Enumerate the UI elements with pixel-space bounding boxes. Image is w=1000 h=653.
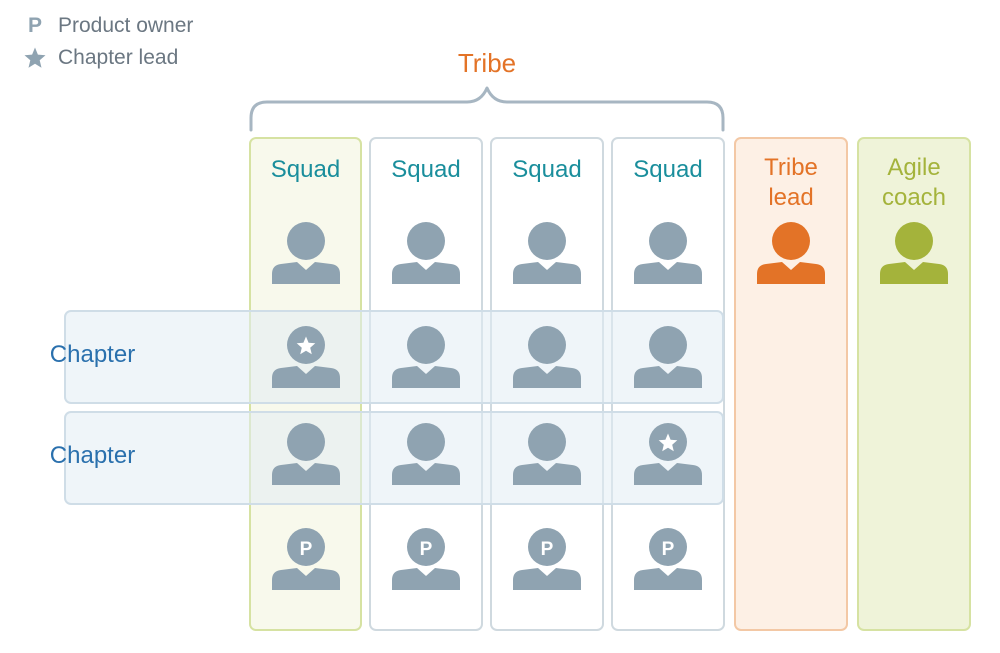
chapter-title: Chapter [49,341,136,368]
tribe-lead-column: Tribe lead [734,137,848,631]
squad-member-icon [390,421,462,485]
product-owner-icon: P [511,526,583,590]
agile-coach-title: Agile coach [881,154,947,211]
agile-coach-column: Agile coach [857,137,971,631]
squad-member-icon [270,220,342,284]
squad-member-icon [511,421,583,485]
legend-label: Product owner [58,14,194,37]
svg-text:P: P [420,539,433,560]
squad-member-icon [632,220,704,284]
svg-text:P: P [662,539,675,560]
squad-title: Squad [391,156,461,183]
product-owner-icon: P [390,526,462,590]
squad-member-icon [511,324,583,388]
chapter-row-1 [64,310,724,404]
tribe-brace [249,86,725,132]
chapter-row-2 [64,411,724,505]
product-owner-icon: P [632,526,704,590]
squad-member-icon [632,324,704,388]
legend-label: Chapter lead [58,46,179,69]
legend-chapter-lead: Chapter lead [22,46,178,70]
chapter-title: Chapter [49,442,136,469]
chapter-lead-icon [270,324,342,388]
svg-text:P: P [541,539,554,560]
squad-member-icon [390,220,462,284]
squad-title: Squad [633,156,703,183]
squad-member-icon [511,220,583,284]
tribe-lead-icon [755,220,827,284]
legend-product-owner: P Product owner [22,14,193,38]
svg-text:P: P [300,539,313,560]
squad-member-icon [390,324,462,388]
tribe-title: Tribe [457,48,517,78]
product-owner-icon: P [270,526,342,590]
squad-title: Squad [512,156,582,183]
chapter-lead-icon [632,421,704,485]
squad-member-icon [270,421,342,485]
squad-title: Squad [270,156,341,183]
star-icon [22,46,48,70]
agile-coach-icon [878,220,950,284]
tribe-lead-title: Tribe lead [764,154,818,211]
p-badge-icon: P [27,14,42,37]
